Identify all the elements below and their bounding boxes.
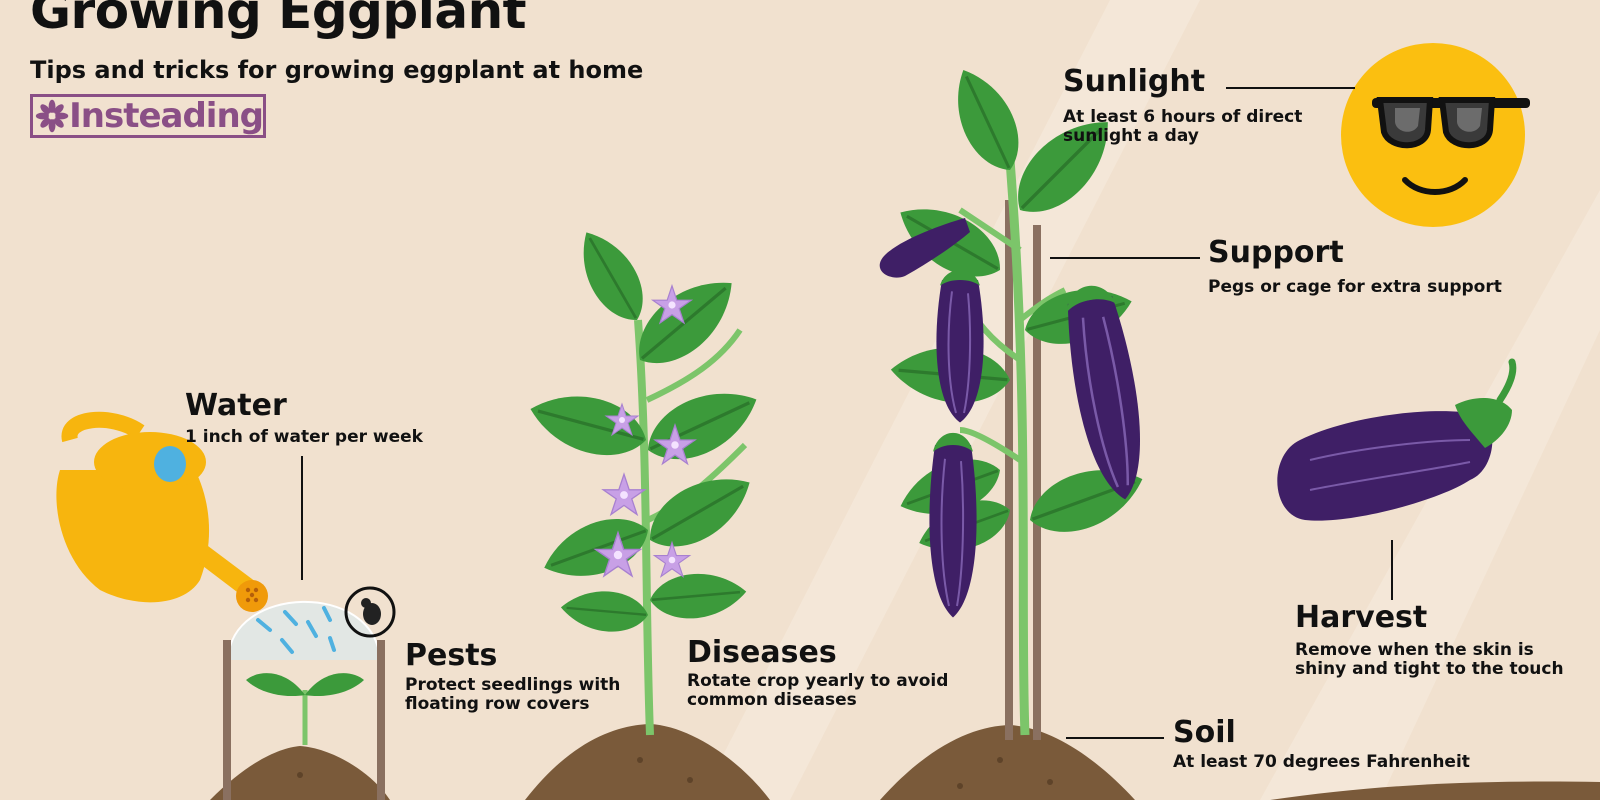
eggplant-icon [1277,358,1517,521]
leader-lines [301,87,1393,739]
support-desc: Pegs or cage for extra support [1208,277,1502,297]
soil-mound [1270,781,1600,800]
water-drops [256,606,336,654]
harvest-desc: Remove when the skin is shiny and tight … [1295,640,1564,679]
sunlight-label: Sunlight [1063,64,1206,99]
brand-logo: Insteading [30,94,266,138]
brand-flower-icon [35,99,69,133]
harvest-label: Harvest [1295,600,1428,635]
bug-icon [344,586,396,638]
soil-mound [525,724,770,800]
page-title: Growing Eggplant [30,0,527,40]
soil-texture [297,757,1053,789]
flowering-plant [521,219,770,736]
soil-desc: At least 70 degrees Fahrenheit [1173,752,1470,772]
page-subtitle: Tips and tricks for growing eggplant at … [30,56,644,84]
soil-mound [880,725,1135,800]
soil-label: Soil [1173,715,1236,750]
fruiting-plant [879,57,1156,740]
watering-can-icon [56,411,268,612]
pests-label: Pests [405,638,498,673]
diseases-label: Diseases [687,635,837,670]
pests-desc: Protect seedlings with floating row cove… [405,675,621,714]
seedling [246,673,364,745]
water-desc: 1 inch of water per week [185,427,423,447]
diseases-desc: Rotate crop yearly to avoid common disea… [687,671,949,710]
sunlight-desc: At least 6 hours of direct sunlight a da… [1063,107,1303,146]
row-cover [223,600,385,800]
brand-name: Insteading [69,96,264,136]
water-label: Water [185,388,287,423]
support-label: Support [1208,235,1344,270]
sun-icon [1341,43,1530,227]
